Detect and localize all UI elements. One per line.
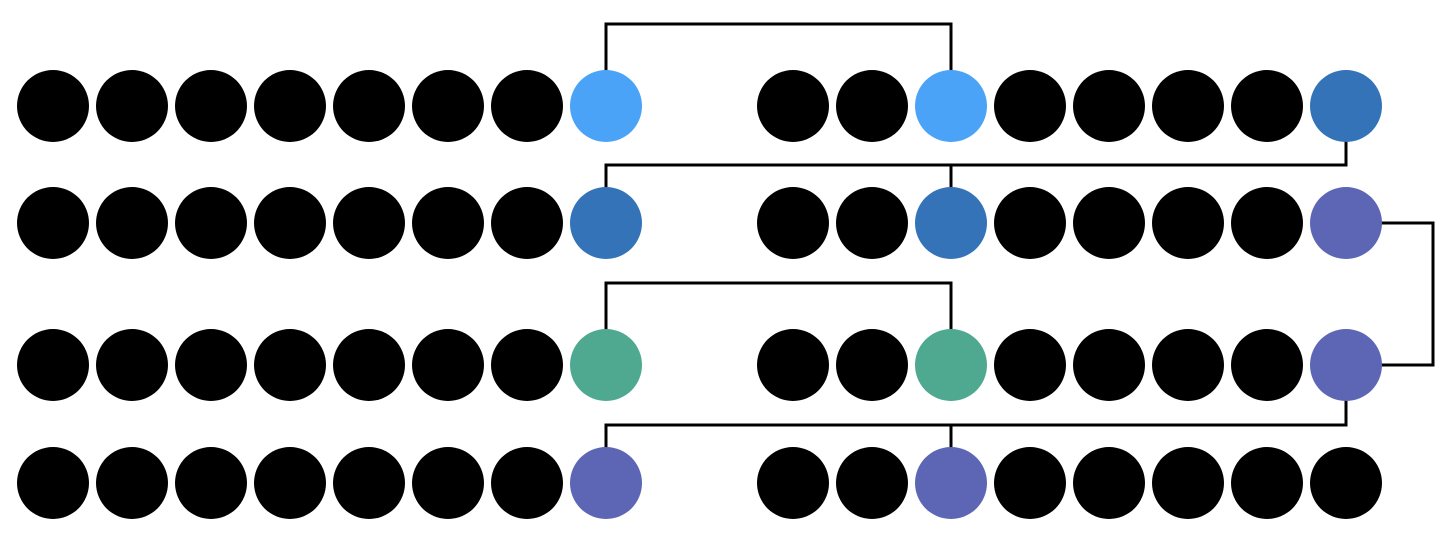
- node-row3-right-3: [915, 329, 987, 401]
- node-row2-right-7: [1231, 187, 1303, 259]
- node-row1-right-7: [1231, 70, 1303, 142]
- node-row3-right-8: [1310, 329, 1382, 401]
- node-row1-right-8: [1310, 70, 1382, 142]
- node-row1-right-1: [757, 70, 829, 142]
- node-row4-right-1: [757, 447, 829, 519]
- node-row2-left-5: [333, 187, 405, 259]
- node-row4-left-1: [17, 447, 89, 519]
- node-row1-right-2: [836, 70, 908, 142]
- node-row2-left-7: [491, 187, 563, 259]
- node-row4-right-3: [915, 447, 987, 519]
- node-row4-left-6: [412, 447, 484, 519]
- node-row3-left-6: [412, 329, 484, 401]
- connector-5: [604, 399, 1348, 449]
- node-row2-left-8: [570, 187, 642, 259]
- node-row2-right-5: [1073, 187, 1145, 259]
- node-row1-left-1: [17, 70, 89, 142]
- node-row1-right-5: [1073, 70, 1145, 142]
- node-row1-left-3: [175, 70, 247, 142]
- node-row3-right-7: [1231, 329, 1303, 401]
- connector-2: [604, 140, 1348, 189]
- node-row2-left-4: [254, 187, 326, 259]
- node-row1-left-5: [333, 70, 405, 142]
- node-row4-right-4: [994, 447, 1066, 519]
- node-row3-left-1: [17, 329, 89, 401]
- node-row1-left-4: [254, 70, 326, 142]
- node-row4-right-2: [836, 447, 908, 519]
- node-row2-left-6: [412, 187, 484, 259]
- node-row2-right-2: [836, 187, 908, 259]
- node-row4-left-4: [254, 447, 326, 519]
- node-row3-right-1: [757, 329, 829, 401]
- node-row3-right-2: [836, 329, 908, 401]
- node-row2-left-1: [17, 187, 89, 259]
- node-row2-left-3: [175, 187, 247, 259]
- node-row4-left-3: [175, 447, 247, 519]
- node-row1-left-8: [570, 70, 642, 142]
- node-row4-left-2: [96, 447, 168, 519]
- connector-3: [1380, 221, 1435, 367]
- connector-1: [604, 22, 953, 72]
- node-row3-left-8: [570, 329, 642, 401]
- node-row4-right-7: [1231, 447, 1303, 519]
- node-layer: [17, 70, 1382, 519]
- node-row3-left-4: [254, 329, 326, 401]
- node-row2-left-2: [96, 187, 168, 259]
- node-row3-left-2: [96, 329, 168, 401]
- node-row2-right-6: [1152, 187, 1224, 259]
- node-row4-left-5: [333, 447, 405, 519]
- node-row1-left-6: [412, 70, 484, 142]
- node-row3-right-4: [994, 329, 1066, 401]
- connector-layer: [604, 22, 1435, 449]
- node-row2-right-1: [757, 187, 829, 259]
- node-row3-left-7: [491, 329, 563, 401]
- node-row2-right-3: [915, 187, 987, 259]
- node-row4-right-8: [1310, 447, 1382, 519]
- node-row2-right-8: [1310, 187, 1382, 259]
- node-row4-left-8: [570, 447, 642, 519]
- node-row4-right-6: [1152, 447, 1224, 519]
- connector-4: [604, 281, 953, 331]
- node-row1-left-2: [96, 70, 168, 142]
- node-row1-right-6: [1152, 70, 1224, 142]
- node-row3-right-5: [1073, 329, 1145, 401]
- node-row3-left-5: [333, 329, 405, 401]
- node-row3-left-3: [175, 329, 247, 401]
- node-row1-right-4: [994, 70, 1066, 142]
- node-row3-right-6: [1152, 329, 1224, 401]
- node-row1-right-3: [915, 70, 987, 142]
- node-row4-left-7: [491, 447, 563, 519]
- node-row2-right-4: [994, 187, 1066, 259]
- node-row4-right-5: [1073, 447, 1145, 519]
- node-row1-left-7: [491, 70, 563, 142]
